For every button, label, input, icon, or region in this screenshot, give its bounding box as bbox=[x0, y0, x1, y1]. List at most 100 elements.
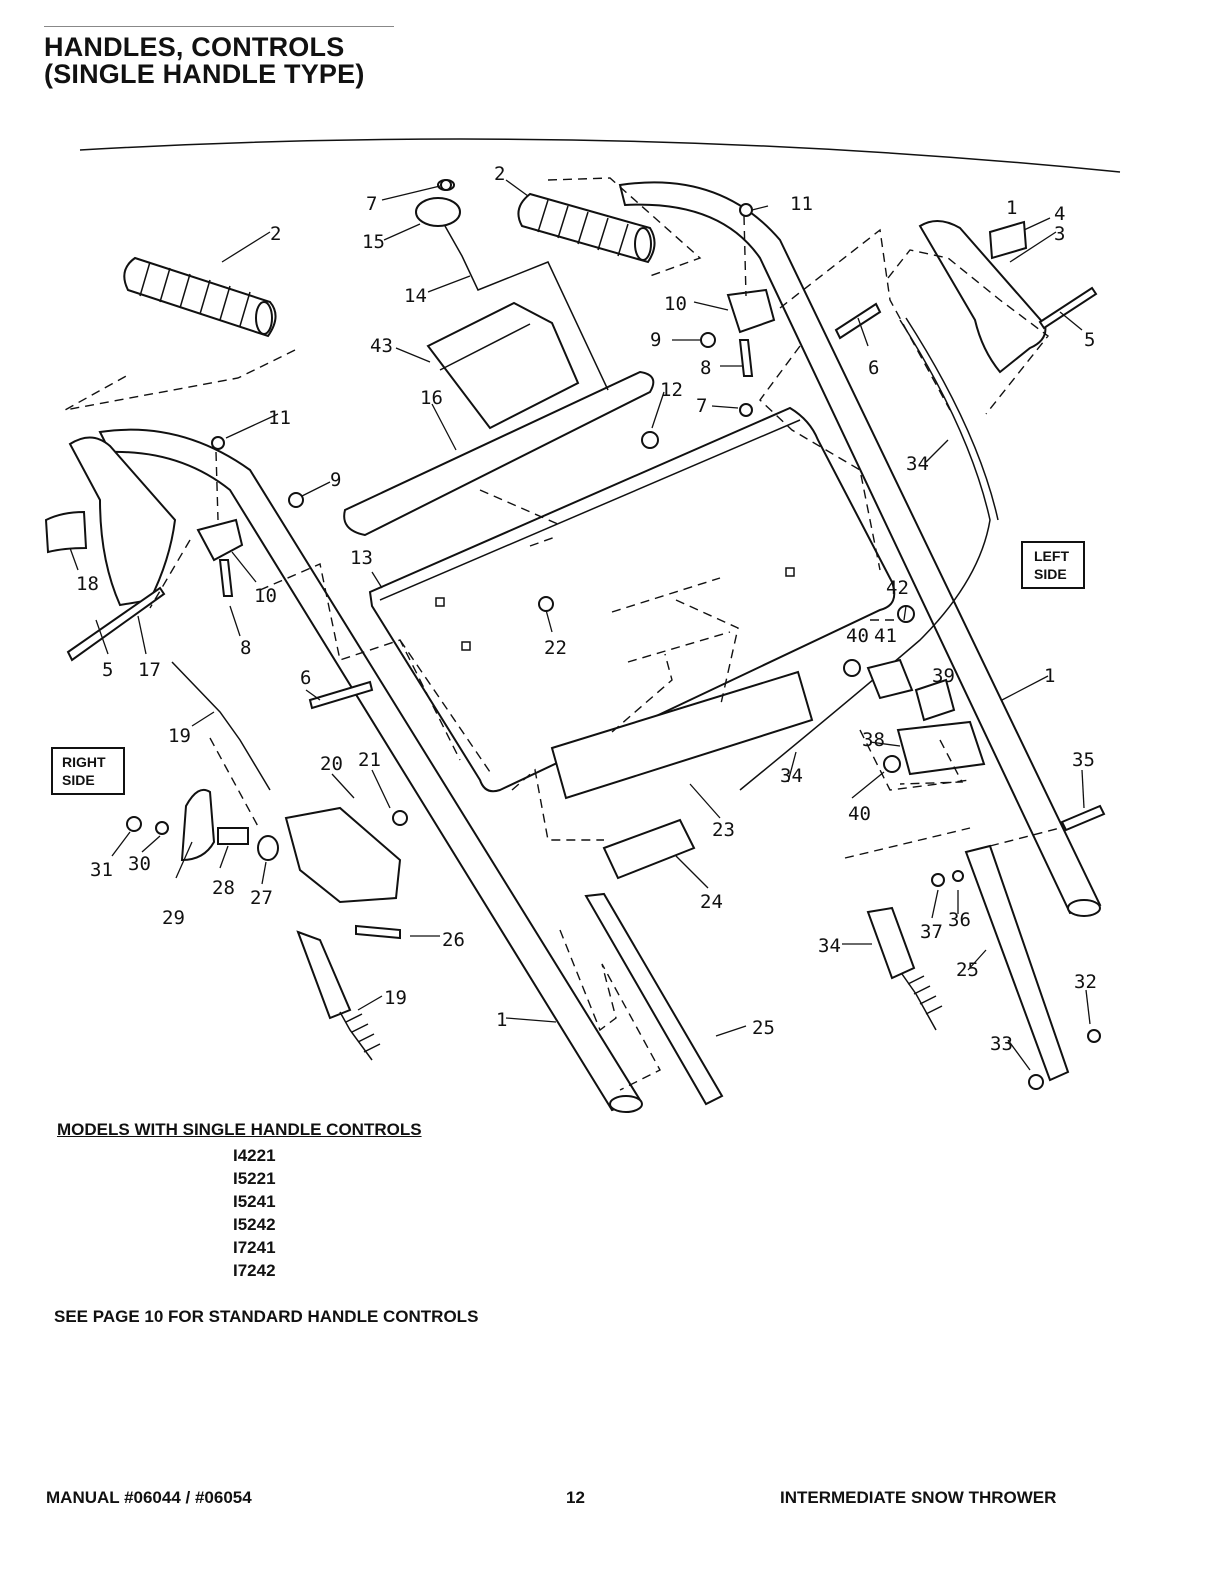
callout-label: 34 bbox=[818, 935, 841, 957]
lever-decal-left bbox=[988, 220, 1028, 260]
warning-decal-line bbox=[439, 323, 531, 371]
callout-label: 11 bbox=[790, 193, 813, 215]
handle-bolts bbox=[218, 302, 1106, 940]
callout-label: 32 bbox=[1074, 971, 1097, 993]
callout-label: 9 bbox=[650, 329, 661, 351]
assembly-guides bbox=[149, 215, 1049, 831]
control-cable-sheath bbox=[905, 317, 999, 521]
callout-label: 16 bbox=[420, 387, 443, 409]
see-page-note: SEE PAGE 10 FOR STANDARD HANDLE CONTROLS bbox=[54, 1307, 479, 1326]
callout-label: 25 bbox=[752, 1017, 775, 1039]
model-item: I7241 bbox=[233, 1238, 276, 1257]
callout-label: 2 bbox=[494, 163, 505, 185]
cable-guide bbox=[914, 678, 956, 722]
callout-label: 36 bbox=[948, 909, 971, 931]
callout-label: 30 bbox=[128, 853, 151, 875]
callout-label: 25 bbox=[956, 959, 979, 981]
callout-label: 7 bbox=[366, 193, 377, 215]
callout-label: 39 bbox=[932, 665, 955, 687]
hand-grip-left bbox=[517, 192, 656, 264]
panel-decal-lower bbox=[550, 670, 814, 800]
callout-label: 34 bbox=[780, 765, 803, 787]
lever-decal-right bbox=[44, 510, 88, 554]
callout-label: 10 bbox=[254, 585, 277, 607]
control-cable bbox=[739, 319, 991, 791]
callout-label: 14 bbox=[404, 285, 427, 307]
callout-label: 42 bbox=[886, 577, 909, 599]
model-item: I5241 bbox=[233, 1192, 276, 1211]
cable-bracket bbox=[896, 720, 986, 776]
callout-label: 2 bbox=[270, 223, 281, 245]
models-heading: MODELS WITH SINGLE HANDLE CONTROLS bbox=[57, 1120, 422, 1139]
title-line-2: (SINGLE HANDLE TYPE) bbox=[44, 59, 365, 89]
callout-label: 11 bbox=[268, 407, 291, 429]
control-bracket bbox=[284, 806, 402, 904]
extension-bar-guides bbox=[559, 827, 1061, 1091]
top-rule bbox=[44, 26, 394, 27]
callout-label: 12 bbox=[660, 379, 683, 401]
control-spring-right bbox=[296, 930, 381, 1061]
control-lever-right bbox=[68, 436, 177, 607]
callout-label: 37 bbox=[920, 921, 943, 943]
pivot-bracket-left bbox=[726, 288, 776, 334]
callout-label: 1 bbox=[496, 1009, 507, 1031]
callout-label: 40 bbox=[846, 625, 869, 647]
callout-label: 34 bbox=[906, 453, 929, 475]
callout-label: 38 bbox=[862, 729, 885, 751]
callout-label: 9 bbox=[330, 469, 341, 491]
callout-label: 29 bbox=[162, 907, 185, 929]
callout-label: 17 bbox=[138, 659, 161, 681]
model-item: I5242 bbox=[233, 1215, 276, 1234]
callout-label: 31 bbox=[90, 859, 113, 881]
callout-label: 41 bbox=[874, 625, 897, 647]
spacer-28 bbox=[217, 827, 249, 845]
right-side-label-line-1: RIGHT bbox=[62, 754, 106, 770]
dash-panel bbox=[368, 406, 896, 793]
diagram-guide-line bbox=[79, 138, 1121, 173]
hand-grip-right bbox=[123, 256, 277, 338]
callout-label: 1 bbox=[1044, 665, 1055, 687]
nuts-and-washers bbox=[126, 179, 1101, 1090]
callout-label: 6 bbox=[300, 667, 311, 689]
callout-label: 19 bbox=[384, 987, 407, 1009]
callout-label: 28 bbox=[212, 877, 235, 899]
models-section: MODELS WITH SINGLE HANDLE CONTROLS I4221… bbox=[57, 1120, 422, 1282]
callout-label: 7 bbox=[696, 395, 707, 417]
control-spring-left bbox=[866, 906, 943, 1031]
callout-label: 43 bbox=[370, 335, 393, 357]
lever-pin-left bbox=[1038, 286, 1098, 330]
footer-page-number: 12 bbox=[566, 1488, 585, 1507]
callout-label: 20 bbox=[320, 753, 343, 775]
lever-pin-right bbox=[66, 586, 166, 662]
grip-assembly-guides bbox=[64, 177, 702, 411]
model-item: I7242 bbox=[233, 1261, 276, 1280]
callout-label: 10 bbox=[664, 293, 687, 315]
callout-label: 26 bbox=[442, 929, 465, 951]
control-rod-upper bbox=[171, 661, 271, 791]
callout-label: 24 bbox=[700, 891, 723, 913]
extension-bar-left bbox=[964, 844, 1070, 1082]
callout-label: 19 bbox=[168, 725, 191, 747]
callout-label: 33 bbox=[990, 1033, 1013, 1055]
dash-panel-guides bbox=[479, 489, 739, 841]
footer-manual-number: MANUAL #06044 / #06054 bbox=[46, 1488, 252, 1507]
handle-tube-right-side bbox=[98, 428, 643, 1113]
left-side-label-line-2: SIDE bbox=[1034, 566, 1067, 582]
callout-leaders bbox=[69, 179, 1091, 1071]
callout-labels: 1 1 1 2 2 3 4 5 5 6 6 7 7 8 8 9 9 10 10 … bbox=[76, 163, 1097, 1055]
callout-label: 1 bbox=[1006, 197, 1017, 219]
models-list: I4221 I5221 I5241 I5242 I7241 I7242 bbox=[57, 1144, 422, 1282]
callout-label: 13 bbox=[350, 547, 373, 569]
small-decal bbox=[602, 818, 696, 880]
control-lever-left bbox=[918, 220, 1047, 374]
callout-label: 15 bbox=[362, 231, 385, 253]
callout-label: 4 bbox=[1054, 203, 1065, 225]
callout-label: 8 bbox=[700, 357, 711, 379]
callout-label: 23 bbox=[712, 819, 735, 841]
callout-label: 22 bbox=[544, 637, 567, 659]
model-item: I5221 bbox=[233, 1169, 276, 1188]
callout-label: 27 bbox=[250, 887, 273, 909]
right-side-label-line-2: SIDE bbox=[62, 772, 95, 788]
callout-label: 8 bbox=[240, 637, 251, 659]
page-title: HANDLES, CONTROLS (SINGLE HANDLE TYPE) bbox=[44, 34, 365, 88]
